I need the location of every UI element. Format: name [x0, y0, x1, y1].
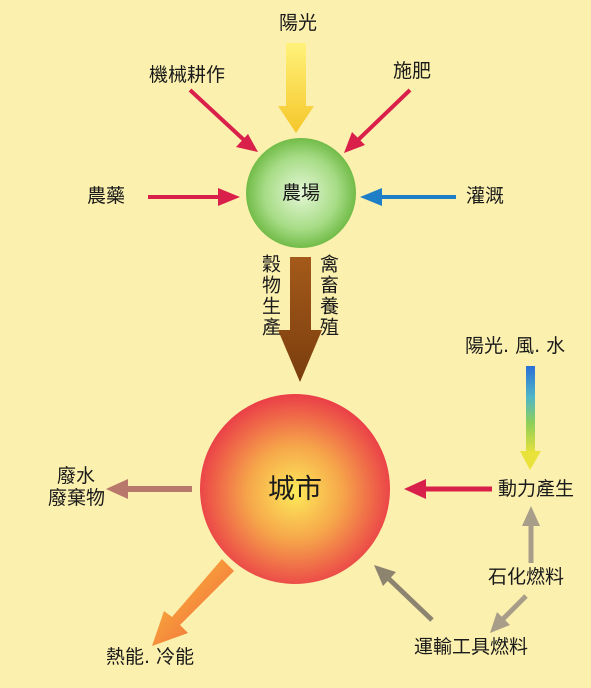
- label-fossil-fuel: 石化燃料: [488, 566, 565, 588]
- arrow-pesticide: [148, 188, 240, 206]
- arrow-fossil-to-transport: [490, 594, 528, 633]
- label-livestock: 禽畜養殖: [317, 254, 339, 338]
- arrow-irrigation: [360, 188, 456, 206]
- arrow-transport-to-city: [374, 565, 434, 622]
- arrow-heat: [152, 559, 234, 646]
- label-transport-fuel: 運輸工具燃料: [414, 636, 529, 658]
- arrow-sunlight: [278, 43, 314, 133]
- label-machinery: 機械耕作: [149, 64, 226, 86]
- label-sunlight: 陽光: [279, 12, 318, 34]
- label-power-generation: 動力產生: [498, 478, 575, 500]
- arrow-fertilizer: [344, 88, 412, 153]
- arrow-fossil-to-power: [522, 506, 540, 563]
- label-waste-solid: 廢棄物: [48, 486, 106, 509]
- label-heat: 熱能. 冷能: [106, 646, 195, 668]
- arrow-waste: [106, 479, 192, 499]
- farm-label: 農場: [282, 182, 321, 204]
- arrow-machinery: [188, 88, 258, 152]
- label-pesticide: 農藥: [87, 185, 126, 207]
- farm-node: [246, 138, 356, 248]
- label-irrigation: 灌溉: [466, 185, 505, 207]
- arrow-farm-to-city: [278, 257, 322, 382]
- arrow-renewables: [520, 366, 541, 470]
- city-node: [200, 394, 390, 584]
- city-label: 城市: [268, 474, 322, 505]
- label-grain-production: 穀物生產: [259, 254, 281, 338]
- label-fertilizer: 施肥: [393, 60, 432, 82]
- label-waste-water: 廢水: [56, 465, 95, 487]
- arrow-power-to-city: [404, 479, 492, 499]
- label-renewables: 陽光. 風. 水: [465, 335, 566, 357]
- label-waste: 廢水 廢棄物: [48, 465, 106, 510]
